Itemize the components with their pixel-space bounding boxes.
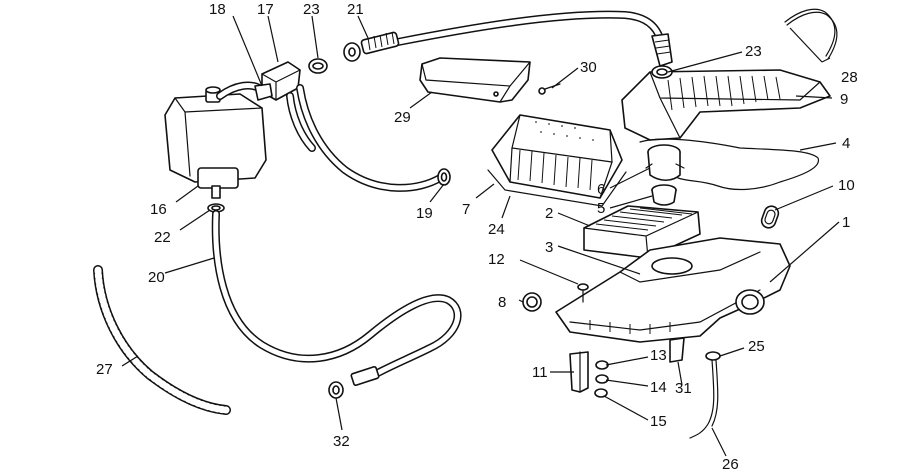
callout-11: 11: [532, 364, 548, 381]
braided-hose-27: [93, 265, 231, 415]
callout-3: 3: [545, 239, 553, 256]
lower-housing-1: [555, 237, 791, 343]
screw-12: [577, 283, 589, 303]
nut-15: [594, 388, 608, 398]
callout-23: 23: [303, 1, 320, 18]
gasket-24: [487, 169, 627, 207]
upper-cover-9: [621, 69, 831, 141]
hose-26: [689, 359, 719, 439]
filter-cover-29: [419, 57, 531, 103]
callout-28: 28: [841, 69, 858, 86]
washer-14: [595, 374, 609, 384]
callout-9: 9: [840, 91, 848, 108]
callout-31: 31: [675, 380, 692, 397]
hose-20: [211, 210, 462, 387]
callout-labels: 18 17 23 21 23 28 30 29 9 4 10 1 6 5 2 3…: [96, 1, 858, 472]
callout-26: 26: [722, 456, 739, 472]
callout-1: 1: [842, 214, 850, 231]
bracket-31: [669, 337, 685, 363]
screw-30: [538, 83, 561, 95]
callout-23: 23: [745, 43, 762, 60]
valve-5: [651, 184, 677, 206]
clamp-23-right: [651, 65, 673, 79]
callout-24: 24: [488, 221, 505, 238]
callout-19: 19: [416, 205, 433, 222]
callout-4: 4: [842, 135, 850, 152]
clamp-22: [207, 203, 225, 213]
callout-30: 30: [580, 59, 597, 76]
callout-2: 2: [545, 205, 553, 222]
bracket-11: [569, 351, 589, 393]
leader-lines: [121, 15, 840, 457]
callout-17: 17: [257, 1, 274, 18]
seal-10: [760, 205, 780, 229]
valve-6: [645, 144, 685, 182]
hose-fitting: [343, 42, 361, 62]
callout-12: 12: [488, 251, 505, 268]
gasket-4: [639, 138, 819, 191]
callout-27: 27: [96, 361, 113, 378]
callout-6: 6: [597, 181, 605, 198]
clamp-32: [328, 381, 344, 399]
hose-21: [360, 10, 673, 67]
callout-21: 21: [347, 1, 364, 18]
callout-25: 25: [748, 338, 765, 355]
callout-22: 22: [154, 229, 171, 246]
callout-20: 20: [148, 269, 165, 286]
clamp-25: [705, 351, 721, 361]
callout-5: 5: [597, 200, 605, 217]
callout-16: 16: [150, 201, 167, 218]
callout-13: 13: [650, 347, 667, 364]
callout-7: 7: [462, 201, 470, 218]
clamp-23-left: [308, 58, 328, 74]
seal-8: [522, 292, 542, 312]
oil-reservoir-16: [164, 86, 267, 199]
callout-18: 18: [209, 1, 226, 18]
clip-18: [254, 83, 273, 101]
callout-15: 15: [650, 413, 667, 430]
callout-14: 14: [650, 379, 667, 396]
callout-29: 29: [394, 109, 411, 126]
callout-10: 10: [838, 177, 855, 194]
clamp-19: [437, 168, 451, 186]
cable-28: [784, 8, 838, 60]
housing-cover-7: [491, 114, 623, 199]
hose-19-run: [286, 84, 444, 192]
callout-32: 32: [333, 433, 350, 450]
callout-8: 8: [498, 294, 506, 311]
filter-element-2: [583, 205, 701, 259]
